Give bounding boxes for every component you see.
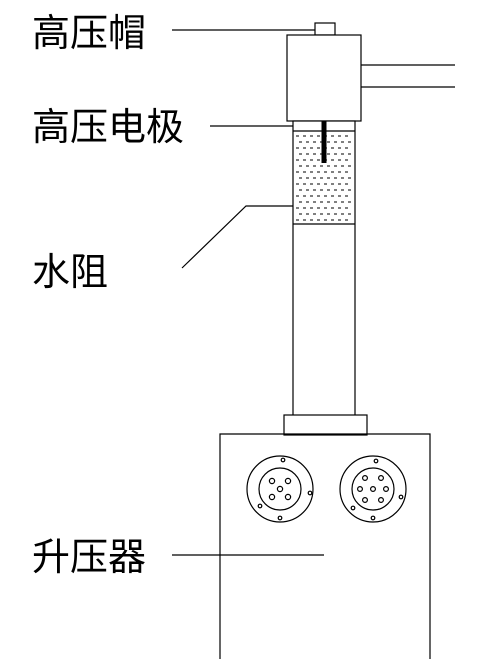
neck-block	[283, 414, 368, 436]
label-high-voltage-cap: 高压帽	[32, 11, 146, 55]
label-step-up-transformer: 升压器	[32, 535, 146, 579]
cap-housing	[286, 34, 362, 122]
transformer-box	[219, 433, 431, 659]
connector-socket-left	[246, 455, 314, 523]
leader-line-water-resistor	[181, 205, 294, 269]
cap-knob	[314, 22, 336, 36]
water-fill	[296, 135, 351, 221]
label-water-resistor: 水阻	[32, 250, 108, 294]
label-high-voltage-electrode: 高压电极	[32, 105, 184, 149]
connector-socket-right	[339, 455, 407, 523]
column-tube	[292, 120, 356, 417]
